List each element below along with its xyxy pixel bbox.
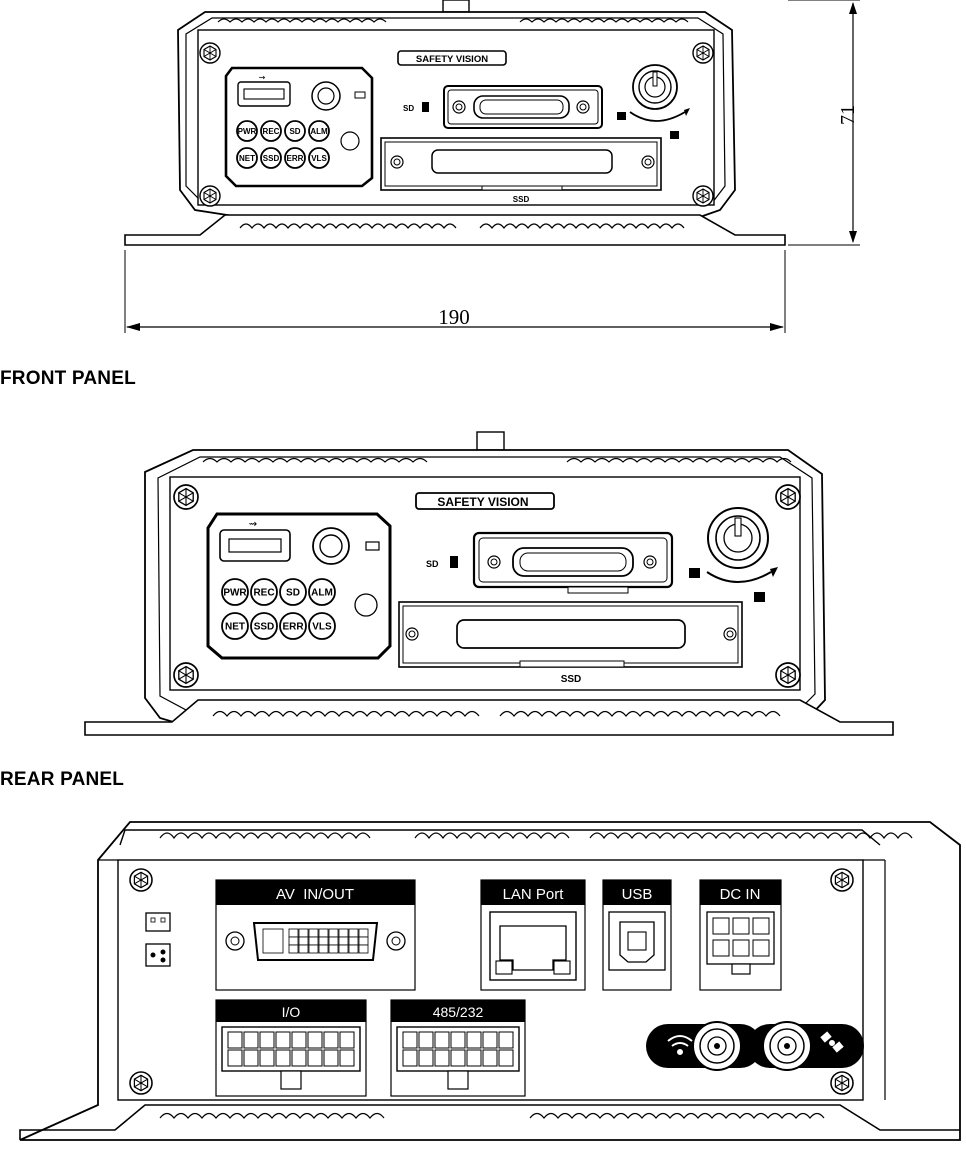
rear-panel-drawing: AV IN/OUT LAN Port USB [19, 821, 961, 1141]
top-led-pwr-label: PWR [238, 127, 257, 136]
wifi-icon [667, 1035, 693, 1055]
top-led-alm-label: ALM [310, 127, 328, 136]
top-led-err-label: ERR [287, 154, 304, 163]
gps-satellite-icon [820, 1031, 844, 1053]
front-panel-heading: FRONT PANEL [0, 368, 136, 389]
top-led-rec-label: REC [263, 127, 280, 136]
top-led-ssd-indicator [260, 147, 282, 169]
screw-icon [830, 868, 854, 892]
top-led-net-label: NET [239, 154, 255, 163]
front-led-sd-indicator [279, 578, 307, 606]
usb-port: USB [602, 879, 672, 991]
front-led-pwr-indicator [221, 578, 249, 606]
front-led-err-indicator [279, 612, 307, 640]
front-led-rec-label: REC [253, 588, 274, 599]
lock-open-icon [689, 568, 700, 578]
lock-closed-icon [754, 592, 765, 602]
screw-icon [129, 1071, 153, 1095]
usb-port-label: USB [622, 886, 653, 903]
front-led-ssd-label: SSD [254, 622, 275, 633]
ssd-tray-label-front: SSD [561, 674, 582, 685]
screw-icon [775, 484, 801, 510]
front-led-net-label: NET [225, 622, 245, 633]
top-led-vls-label: VLS [311, 154, 327, 163]
front-led-alm-indicator [308, 578, 336, 606]
brand-logo-front: SAFETY VISION [437, 495, 528, 509]
screw-icon [692, 42, 714, 64]
av-port-label: AV IN/OUT [276, 886, 354, 903]
front-led-vls-indicator [308, 612, 336, 640]
front-led-vls-label: VLS [312, 622, 332, 633]
ssd-tray-label: SSD [513, 195, 530, 204]
dc-in-label: DC IN [720, 886, 761, 903]
top-led-ssd-label: SSD [263, 154, 280, 163]
width-dimension: 190 [438, 305, 470, 329]
screw-icon [692, 185, 714, 207]
front-led-pwr-label: PWR [223, 588, 247, 599]
wifi-antenna-connector [646, 1021, 762, 1071]
top-led-sd-indicator [284, 120, 306, 142]
dimensioned-front-drawing: ⇝ SAFETY VISION SD SSD [124, 0, 860, 333]
height-dimension: 71 [837, 105, 859, 125]
brand-logo: SAFETY VISION [416, 54, 488, 65]
top-led-vls-indicator [308, 147, 330, 169]
usb-icon: ⇝ [259, 73, 266, 82]
front-led-err-label: ERR [282, 622, 304, 633]
top-led-net-indicator [236, 147, 258, 169]
screw-icon [199, 42, 221, 64]
screw-icon [173, 484, 199, 510]
gps-antenna-connector [748, 1021, 864, 1071]
front-panel-drawing: ⇝ SAFETY VISION SD SSD [84, 431, 894, 736]
sd-slot-label-front: SD [426, 559, 439, 569]
lan-port-label: LAN Port [503, 886, 565, 903]
top-led-pwr-indicator [236, 120, 258, 142]
front-led-alm-label: ALM [311, 588, 333, 599]
dc-in-port: DC IN [699, 879, 782, 991]
lock-closed-icon [670, 131, 679, 139]
screw-icon [199, 185, 221, 207]
top-led-err-indicator [284, 147, 306, 169]
lan-port: LAN Port [480, 879, 586, 991]
top-led-sd-label: SD [289, 127, 300, 136]
sd-slot-label: SD [403, 104, 414, 113]
top-led-rec-indicator [260, 120, 282, 142]
rs485-port-label: 485/232 [433, 1004, 484, 1020]
av-in-out-port: AV IN/OUT [215, 879, 416, 991]
screw-icon [830, 1071, 854, 1095]
screw-icon [775, 662, 801, 688]
lock-open-icon [617, 112, 626, 120]
io-port: I/O [215, 999, 367, 1097]
usb-icon: ⇝ [249, 519, 257, 530]
front-led-net-indicator [221, 612, 249, 640]
rear-panel-heading: REAR PANEL [0, 769, 125, 790]
front-led-ssd-indicator [250, 612, 278, 640]
io-port-label: I/O [282, 1004, 301, 1020]
screw-icon [173, 662, 199, 688]
top-led-alm-indicator [308, 120, 330, 142]
screw-icon [129, 868, 153, 892]
rs485-232-port: 485/232 [390, 999, 526, 1097]
front-led-rec-indicator [250, 578, 278, 606]
front-led-sd-label: SD [286, 588, 300, 599]
